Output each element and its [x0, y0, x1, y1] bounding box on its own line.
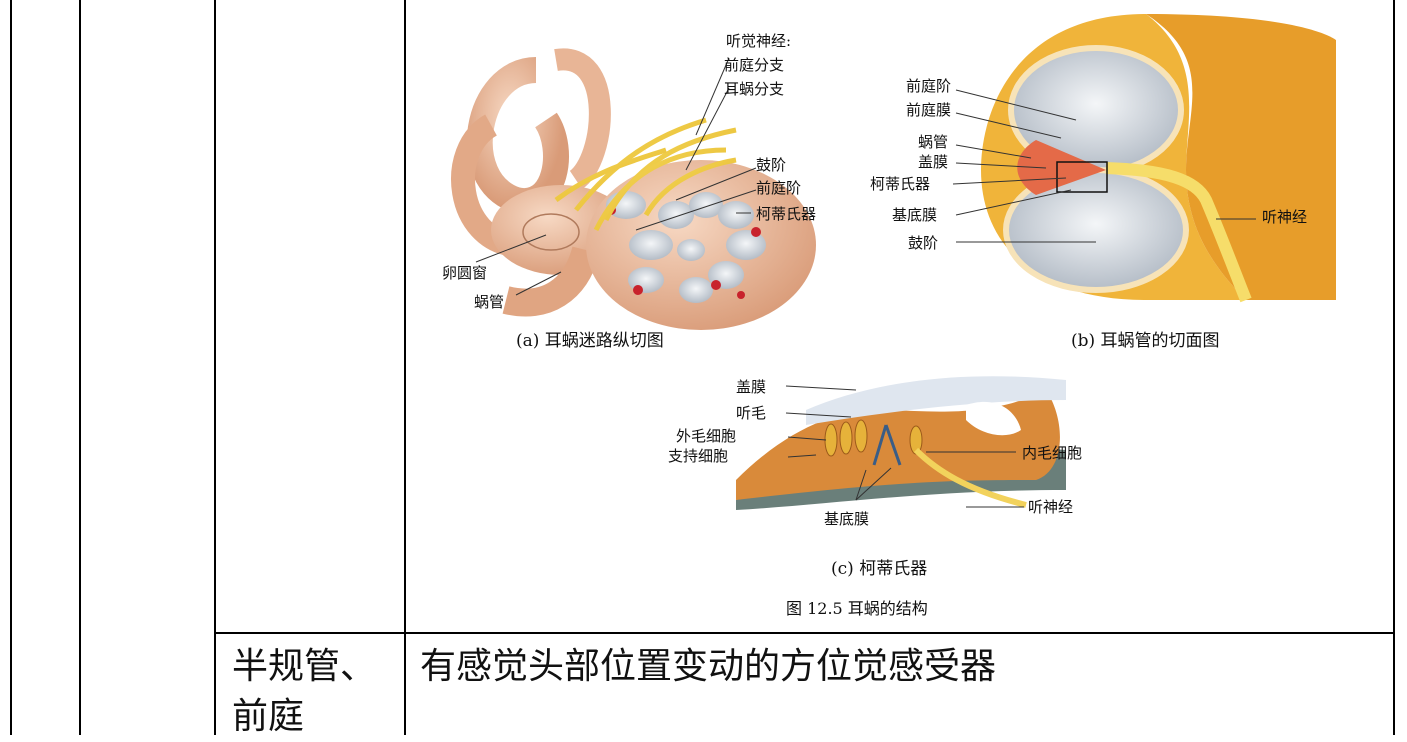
label-basilar-membrane-c: 基底膜 [824, 510, 869, 528]
label-organ-of-corti-b: 柯蒂氏器 [870, 175, 930, 193]
label-hair: 听毛 [736, 404, 766, 422]
label-auditory-nerve-c: 听神经 [1028, 498, 1073, 516]
panel-b-cochlear-duct-section: 前庭阶 前庭膜 蜗管 盖膜 柯蒂氏器 基底膜 鼓阶 听神经 (b) 耳蜗管的切面… [846, 14, 1336, 351]
label-scala-vestibuli-b: 前庭阶 [906, 77, 951, 95]
caption-panel-a: (a) 耳蜗迷路纵切图 [516, 331, 664, 351]
table-border-col2 [214, 0, 216, 735]
label-vestibular-branch: 前庭分支 [724, 56, 784, 74]
label-oval-window: 卵圆窗 [442, 264, 487, 282]
table-border-left [10, 0, 12, 735]
label-tectorial-membrane-b: 盖膜 [918, 153, 948, 171]
label-outer-hair-cells: 外毛细胞 [676, 427, 736, 445]
label-inner-hair-cell: 内毛细胞 [1022, 444, 1082, 462]
label-scala-tympani-b: 鼓阶 [908, 234, 938, 252]
table-row-divider [214, 632, 1395, 634]
table-border-right [1393, 0, 1395, 735]
label-scala-vestibuli-a: 前庭阶 [756, 179, 801, 197]
label-basilar-membrane-b: 基底膜 [892, 206, 937, 224]
panel-c-organ-of-corti: 盖膜 听毛 外毛细胞 支持细胞 内毛细胞 听神经 基底膜 (c) 柯蒂氏器 [668, 376, 1082, 579]
label-cochlear-duct-b: 蜗管 [918, 133, 948, 151]
label-cochlear-branch: 耳蜗分支 [724, 80, 784, 98]
label-cochlear-duct-a: 蜗管 [474, 293, 504, 311]
panel-a-cochlear-labyrinth: 听觉神经: 前庭分支 耳蜗分支 鼓阶 前庭阶 柯蒂氏器 卵圆窗 蜗管 (a) 耳… [442, 32, 816, 351]
label-vestibular-membrane: 前庭膜 [906, 101, 951, 119]
ear-cochlea-figure: 听觉神经: 前庭分支 耳蜗分支 鼓阶 前庭阶 柯蒂氏器 卵圆窗 蜗管 (a) 耳… [406, 0, 1392, 632]
label-organ-of-corti-a: 柯蒂氏器 [756, 205, 816, 223]
figure-title: 图 12.5 耳蜗的结构 [786, 599, 928, 618]
caption-panel-c: (c) 柯蒂氏器 [831, 559, 927, 579]
table-border-col1 [79, 0, 81, 735]
structure-cell: 半规管、 前庭 [232, 642, 376, 742]
label-auditory-nerve: 听觉神经: [726, 32, 791, 50]
label-tectorial-membrane-c: 盖膜 [736, 378, 766, 396]
structure-line-1: 半规管、 [232, 642, 376, 692]
caption-panel-b: (b) 耳蜗管的切面图 [1071, 331, 1220, 351]
label-supporting-cells: 支持细胞 [668, 447, 728, 465]
label-scala-tympani-a: 鼓阶 [756, 156, 786, 174]
label-auditory-nerve-b: 听神经 [1262, 208, 1307, 226]
function-cell: 有感觉头部位置变动的方位觉感受器 [420, 642, 996, 692]
